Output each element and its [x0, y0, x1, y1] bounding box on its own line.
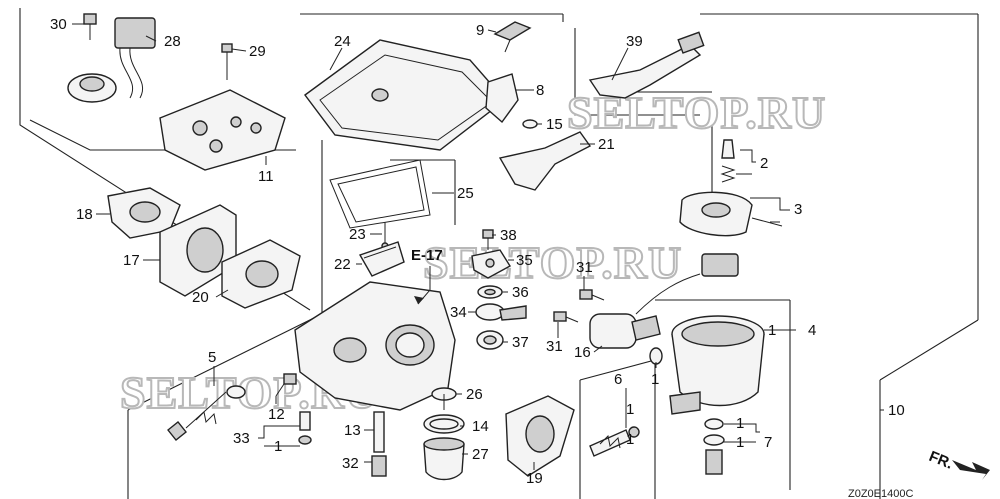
callout-18: 18 [76, 206, 93, 223]
callout-9: 9 [476, 22, 484, 39]
callout-8: 8 [536, 82, 544, 99]
screw-12-part [275, 373, 297, 397]
front-direction-indicator: FR. [927, 448, 990, 480]
float-27-part [423, 437, 465, 481]
callout-3: 3 [794, 201, 802, 218]
screw-38-part [482, 229, 494, 250]
callout-27: 27 [472, 446, 489, 463]
callout-1-screw6: 1 [626, 401, 634, 418]
callout-25: 25 [457, 185, 474, 202]
needle-26-part [431, 387, 457, 410]
solenoid-16-part [589, 253, 739, 349]
callout-37: 37 [512, 334, 529, 351]
callout-28: 28 [164, 33, 181, 50]
drawing-code: Z0Z0E1400C [848, 488, 913, 499]
callout-38: 38 [500, 227, 517, 244]
cap-35-part [471, 249, 511, 279]
gasket-20-part [221, 239, 301, 309]
reference-e17: E-17 [411, 247, 443, 305]
tube-13-part [373, 411, 385, 453]
gasket-18-part [107, 187, 181, 239]
callout-1-jet: 1 [274, 438, 282, 455]
callout-31-upper: 31 [576, 259, 593, 276]
callout-21: 21 [598, 136, 615, 153]
pin-23-part [381, 222, 389, 250]
connector-28-part [114, 17, 156, 99]
cover-24-part [304, 39, 507, 151]
callout-1-bowl: 1 [768, 322, 776, 339]
carburetor-body-part [294, 281, 456, 411]
callout-1-drain-lower: 1 [736, 434, 744, 451]
callout-29: 29 [249, 43, 266, 60]
jet-33-part [298, 411, 312, 445]
valve-34-part [475, 303, 527, 321]
oring-14-part [423, 414, 465, 434]
gasket-19-part [505, 395, 575, 477]
callout-17: 17 [123, 252, 140, 269]
screw-29-part [221, 43, 233, 80]
callout-2: 2 [760, 155, 768, 172]
coil-28-part [67, 73, 117, 103]
lever-21-part [498, 131, 592, 191]
washer-36-part [477, 285, 503, 299]
coil-3-part [679, 191, 783, 237]
callout-35: 35 [516, 252, 533, 269]
callout-4: 4 [808, 322, 816, 339]
insulator-17-part [159, 204, 237, 297]
callout-33: 33 [233, 430, 250, 447]
bearing-37-part [476, 330, 504, 350]
screw-6-part [589, 426, 640, 457]
washer-16-part [649, 347, 663, 365]
callout-12: 12 [268, 406, 285, 423]
lever-9-part [493, 21, 532, 53]
gasket-25-part [329, 159, 431, 229]
callout-39: 39 [626, 33, 643, 50]
callout-5: 5 [208, 349, 216, 366]
plate-11-part [159, 89, 286, 171]
callout-7: 7 [764, 434, 772, 451]
pin-2-part [720, 139, 736, 183]
direction-arrow-icon [952, 460, 990, 480]
direction-label: FR. [927, 448, 956, 473]
callout-22: 22 [334, 256, 351, 273]
callout-13: 13 [344, 422, 361, 439]
screw-31a-part [579, 289, 605, 301]
callout-6: 6 [614, 371, 622, 388]
callout-23: 23 [349, 226, 366, 243]
callout-15: 15 [546, 116, 563, 133]
watermark-2: SELTOP.RU [423, 237, 682, 288]
callout-20: 20 [192, 289, 209, 306]
callout-16: 16 [574, 344, 591, 361]
callout-11: 11 [258, 168, 274, 185]
callout-30: 30 [50, 16, 67, 33]
jet-32-part [371, 455, 387, 477]
screw-7-part [703, 418, 725, 475]
screw-31b-part [553, 311, 579, 323]
gear-22-part [358, 241, 405, 277]
callout-34: 34 [450, 304, 467, 321]
parts [67, 13, 783, 481]
callout-labels: 30 28 29 24 9 39 8 15 21 2 11 25 3 18 23… [50, 16, 905, 487]
callout-32: 32 [342, 455, 359, 472]
screw-30-part [83, 13, 97, 40]
callout-36: 36 [512, 284, 529, 301]
callout-24: 24 [334, 33, 351, 50]
callout-26: 26 [466, 386, 483, 403]
bowl-4-part [669, 315, 765, 415]
cam-8-part [485, 73, 519, 124]
reference-label: E-17 [411, 247, 443, 264]
screw-5-part [167, 385, 246, 441]
leader-lines [72, 23, 884, 470]
callout-14: 14 [472, 418, 489, 435]
lever-39-part [588, 31, 705, 99]
callout-10: 10 [888, 402, 905, 419]
callout-1-washer6: 1 [626, 431, 634, 448]
callout-1-solenoid: 1 [651, 371, 659, 388]
callout-31-lower: 31 [546, 338, 563, 355]
callout-19: 19 [526, 470, 543, 487]
callout-1-drain-upper: 1 [736, 415, 744, 432]
washer-15-part [522, 119, 538, 129]
